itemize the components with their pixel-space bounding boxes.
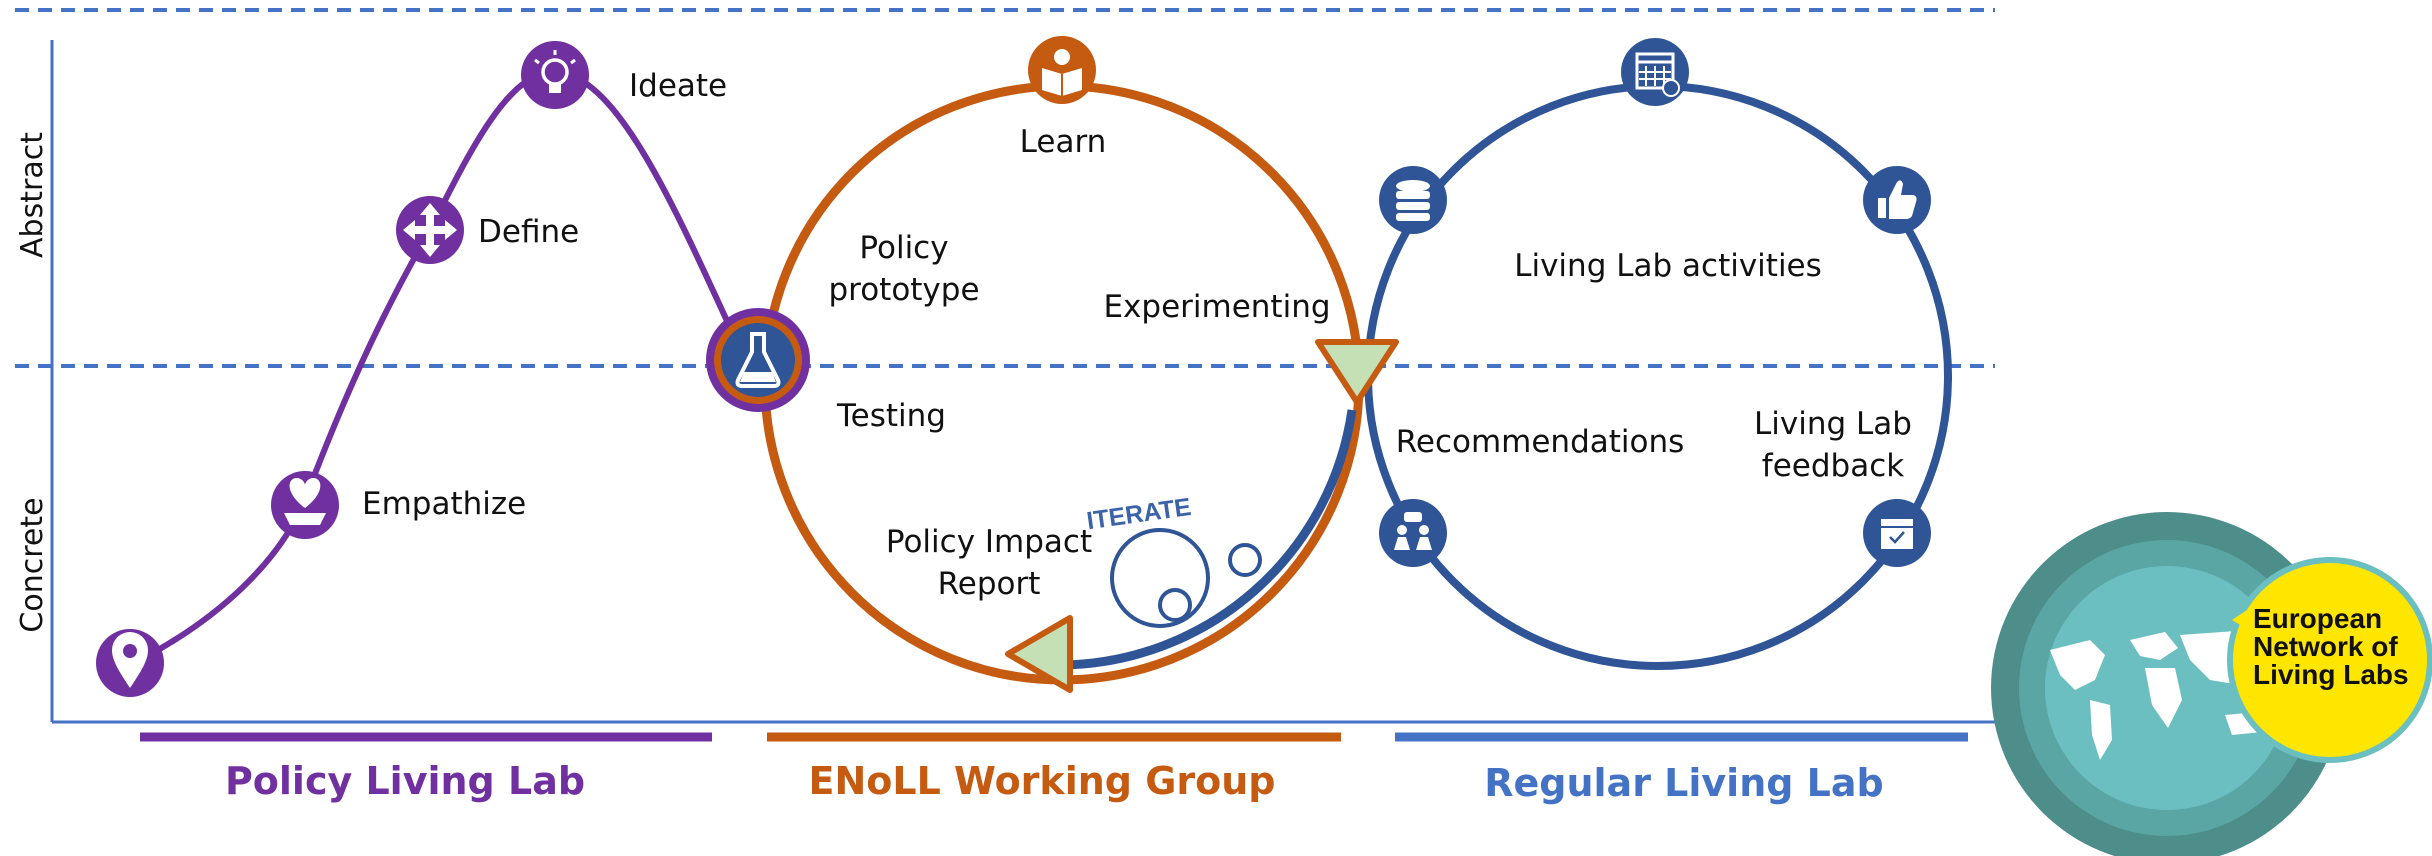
label-define: Define bbox=[478, 214, 579, 250]
label-living-lab-feedback-line1: Living Lab bbox=[1754, 406, 1912, 442]
meeting-icon bbox=[1379, 499, 1447, 567]
logo-line3: Living Labs bbox=[2253, 659, 2409, 690]
label-policy-prototype-line2: prototype bbox=[828, 272, 979, 308]
label-policy-impact-line2: Report bbox=[938, 566, 1041, 602]
label-living-lab-activities: Living Lab activities bbox=[1514, 248, 1822, 284]
report-triangle bbox=[1005, 615, 1073, 693]
box-check-icon bbox=[1863, 499, 1931, 567]
label-experimenting: Experimenting bbox=[1103, 289, 1330, 325]
label-empathize: Empathize bbox=[362, 486, 526, 522]
logo-line1: European bbox=[2253, 603, 2382, 634]
axis-label-concrete: Concrete bbox=[15, 497, 50, 632]
label-living-lab-feedback-line2: feedback bbox=[1762, 448, 1904, 484]
lightbulb-icon bbox=[521, 41, 589, 109]
flask-icon bbox=[706, 308, 810, 412]
label-policy-impact-line1: Policy Impact bbox=[886, 524, 1092, 560]
policy-lab-curve bbox=[128, 68, 748, 668]
axis-label-abstract: Abstract bbox=[15, 132, 50, 258]
heart-hand-icon bbox=[271, 471, 339, 539]
experimenting-triangle bbox=[1315, 339, 1399, 405]
thumbs-up-icon bbox=[1863, 166, 1931, 234]
label-testing: Testing bbox=[836, 398, 946, 434]
iterate-bubble-small bbox=[1158, 588, 1192, 622]
label-policy-prototype-line1: Policy bbox=[859, 230, 948, 266]
label-ideate: Ideate bbox=[629, 68, 727, 104]
location-pin-icon bbox=[96, 629, 164, 697]
feedback-arc bbox=[1061, 409, 1357, 670]
enoll-cycle bbox=[760, 81, 1364, 685]
section-regular-living-lab: Regular Living Lab bbox=[1484, 761, 1884, 805]
enoll-logo: European Network of Living Labs bbox=[1991, 512, 2432, 856]
database-icon bbox=[1379, 166, 1447, 234]
reading-person-icon bbox=[1028, 36, 1096, 104]
regular-lab-cycle bbox=[1364, 82, 1952, 670]
logo-line2: Network of bbox=[2253, 631, 2398, 662]
directions-icon bbox=[396, 196, 464, 264]
label-recommendations: Recommendations bbox=[1396, 424, 1685, 460]
iterate-label: ITERATE bbox=[1085, 493, 1193, 535]
calendar-icon bbox=[1621, 38, 1689, 106]
iterate-bubble-right bbox=[1228, 543, 1262, 577]
iterate-bubble-large bbox=[1110, 528, 1210, 628]
section-enoll-working-group: ENoLL Working Group bbox=[808, 759, 1275, 803]
section-policy-living-lab: Policy Living Lab bbox=[225, 759, 585, 803]
label-learn: Learn bbox=[1020, 124, 1107, 160]
